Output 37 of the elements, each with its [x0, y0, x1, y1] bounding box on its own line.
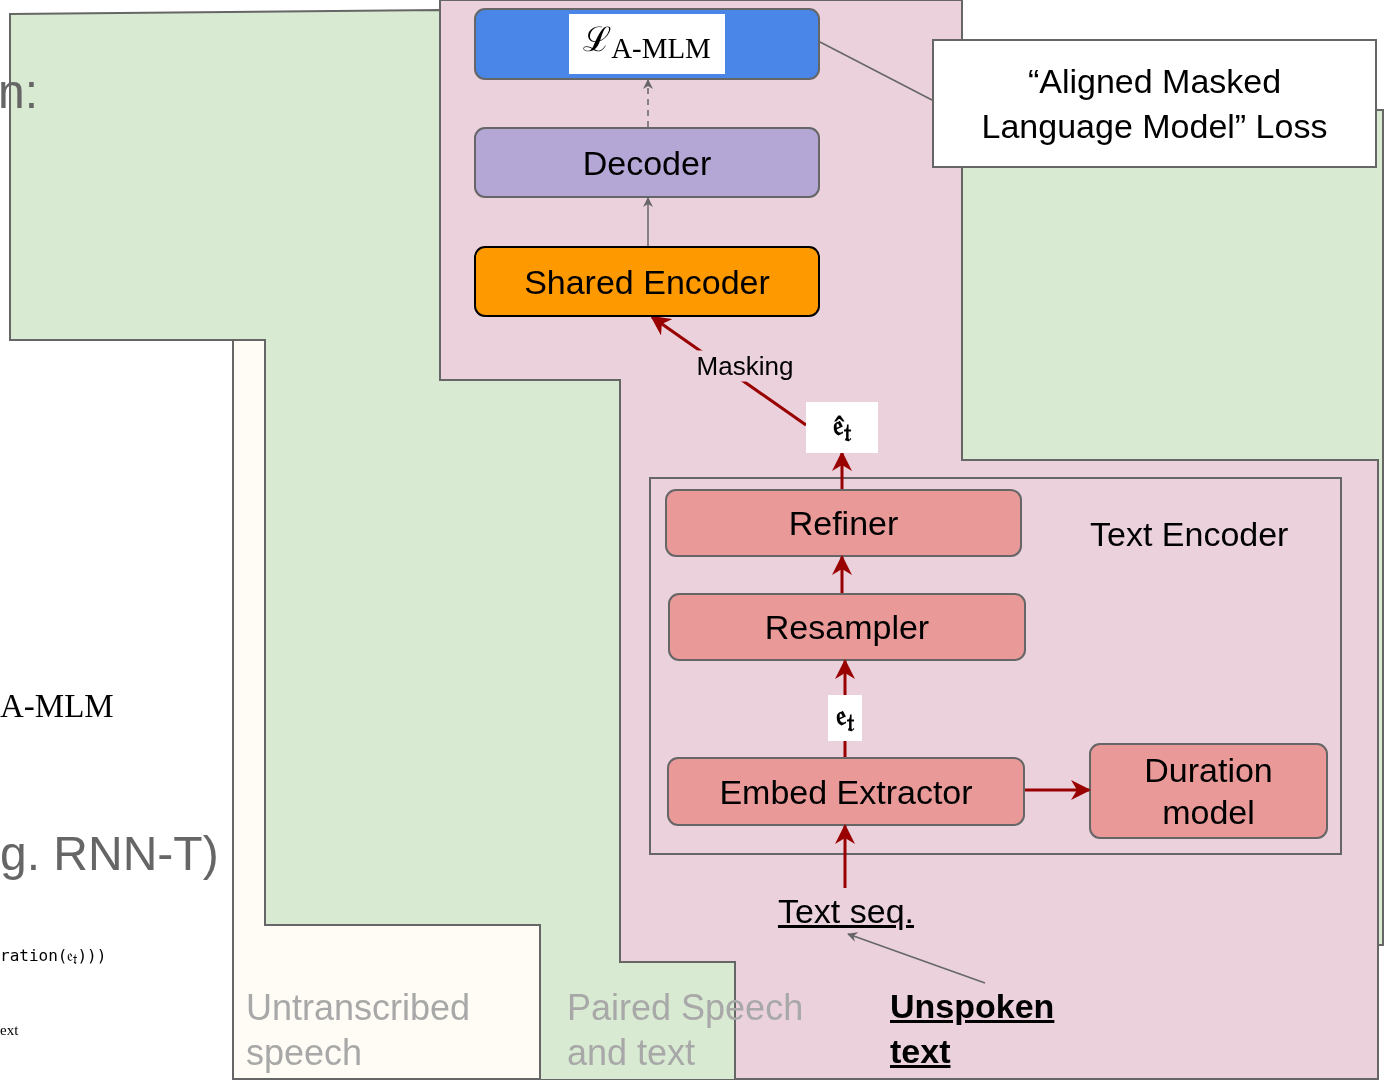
symbol-box	[806, 402, 878, 453]
process-box	[474, 127, 820, 198]
arrow	[643, 197, 653, 247]
arrow	[847, 932, 986, 984]
arrow	[835, 824, 855, 888]
loss-box	[474, 8, 820, 80]
box-label: Decoder	[582, 142, 712, 184]
group-box	[649, 477, 1342, 855]
group-title: Text Encoder	[1090, 515, 1289, 554]
cut-off-text: A-MLM	[0, 688, 114, 725]
callout-box	[932, 39, 1377, 168]
process-box	[1089, 743, 1328, 839]
box-label: Refiner	[788, 503, 899, 544]
edge-label: Masking	[696, 350, 794, 382]
arrow	[832, 555, 852, 593]
box-label: Embed Extractor	[719, 771, 973, 813]
leader-line	[819, 41, 933, 101]
box-label: Resampler	[764, 607, 930, 648]
process-box	[665, 489, 1022, 557]
data-source-label: Unspoken text	[890, 986, 1056, 1072]
cut-off-text: ration(𝔢$_{𝔱}$)))	[0, 946, 107, 969]
box-label: Shared Encoder	[524, 261, 770, 303]
arrow	[643, 79, 653, 128]
box-label: Duration model	[1143, 750, 1274, 833]
cut-off-text: g. RNN-T)	[0, 826, 219, 881]
cut-off-text: ext	[0, 1022, 19, 1039]
formula-label: ℒ$_{A-MLM}$	[569, 13, 725, 75]
arrow	[832, 451, 852, 489]
arrow	[1025, 780, 1091, 800]
region-label: Untranscribed speech	[246, 986, 472, 1075]
process-box	[474, 246, 820, 317]
process-box	[667, 757, 1025, 826]
edge-label: 𝔢$_{𝔱}$	[828, 695, 862, 741]
input-label: Text seq.	[777, 891, 915, 931]
symbol-label: 𝔢̂$_{𝔱}$	[833, 408, 851, 447]
callout-text: “Aligned Masked Language Model” Loss	[980, 60, 1329, 147]
process-box	[668, 593, 1026, 661]
